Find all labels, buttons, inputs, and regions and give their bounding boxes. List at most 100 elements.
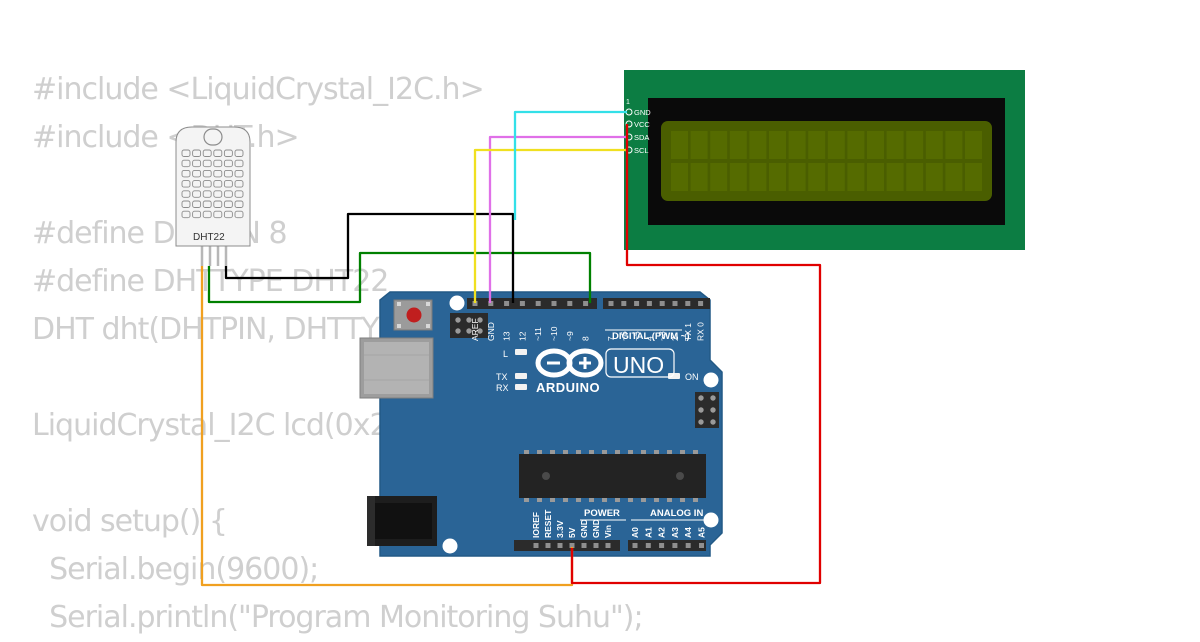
header-pin[interactable] (672, 301, 678, 306)
header-pin[interactable] (593, 543, 599, 548)
dht-vent-slot (192, 169, 202, 178)
header-pin[interactable] (472, 301, 478, 306)
wire-dht-gnd[interactable] (224, 212, 515, 303)
header-pin[interactable] (659, 543, 665, 548)
lcd-character-cell (808, 163, 826, 191)
lcd-character-cell (788, 163, 806, 191)
header-pin[interactable] (488, 301, 494, 306)
header-pin[interactable] (645, 543, 651, 548)
dht-vent-slot (202, 169, 212, 178)
dht-vent-slot (234, 200, 244, 208)
reset-button[interactable] (393, 299, 433, 331)
led-rx (515, 384, 527, 390)
code-editor-background: #include <LiquidCrystal_I2C.h>#include <… (32, 66, 644, 642)
lcd-character-cell (690, 163, 708, 191)
dht-vent-slot (234, 190, 244, 198)
chip-pin (680, 498, 685, 502)
header-pin[interactable] (567, 301, 573, 306)
dht22-sensor[interactable]: DHT22 (175, 126, 251, 266)
lcd-character-cell (925, 131, 943, 159)
chip-pin (693, 450, 698, 454)
pin-label: 7 (606, 336, 616, 341)
dht-vent-slot (202, 159, 212, 168)
chip-pin (667, 450, 672, 454)
lcd-pin-label: VCC (634, 120, 650, 129)
header-pin[interactable] (551, 301, 557, 306)
dht-vent-slot (202, 149, 212, 157)
lcd-character-cell (827, 131, 845, 159)
mounting-hole (703, 372, 719, 388)
dht-vent-slot (181, 210, 191, 219)
dht-vent-slot (223, 169, 233, 178)
power-header[interactable] (514, 540, 620, 551)
pin-label: GND (579, 519, 589, 538)
chip-pin (693, 498, 698, 502)
chip-pin (602, 450, 607, 454)
header-pin[interactable] (698, 301, 704, 306)
code-line: #include <LiquidCrystal_I2C.h> (32, 72, 485, 107)
chip-pin (550, 498, 555, 502)
chip-pin (524, 450, 529, 454)
chip-pin (615, 498, 620, 502)
lcd-pin-label: SDA (634, 133, 649, 142)
pin-label: A0 (630, 527, 640, 538)
digital-header-right[interactable] (603, 298, 710, 309)
icsp-header-right (695, 392, 719, 428)
header-pin[interactable] (685, 543, 691, 548)
lcd-character-cell (847, 131, 865, 159)
dht-vent-slot (213, 159, 223, 168)
header-pin[interactable] (504, 301, 510, 306)
pin-label: GND (591, 519, 601, 538)
wire-lcd-vcc-5v[interactable] (570, 124, 822, 585)
header-pin[interactable] (685, 301, 691, 306)
header-pin[interactable] (545, 543, 551, 548)
header-pin[interactable] (672, 543, 678, 548)
usb-connector (359, 337, 434, 399)
header-pin[interactable] (608, 301, 614, 306)
header-pin[interactable] (519, 301, 525, 306)
lcd-character-cell (886, 131, 904, 159)
wire-lcd-gnd[interactable] (513, 110, 627, 220)
dht-vent-slot (213, 200, 223, 208)
header-pin[interactable] (632, 543, 638, 548)
chip-pin (589, 450, 594, 454)
header-pin[interactable] (535, 301, 541, 306)
mounting-hole (442, 538, 458, 554)
header-pin[interactable] (533, 543, 539, 548)
pin-label: ~5 (632, 331, 642, 341)
dht-vent-grid (181, 149, 244, 219)
header-pin[interactable] (583, 301, 589, 306)
wire-lcd-sda[interactable] (488, 135, 627, 303)
led-rx-label: RX (496, 383, 509, 393)
header-pin[interactable] (699, 543, 704, 548)
lcd-character-cell (945, 131, 963, 159)
pin-label: RX 0 (696, 322, 706, 341)
dht-vent-slot (223, 190, 233, 198)
code-line: Serial.begin(9600); (32, 552, 319, 587)
pin-label: A2 (657, 527, 667, 538)
dht-vent-slot (213, 149, 223, 157)
dht-vent-slot (192, 180, 202, 188)
wire-dht-data-pin8[interactable] (207, 251, 592, 304)
header-pin[interactable] (569, 543, 575, 548)
header-pin[interactable] (621, 301, 627, 306)
code-line: #define DHTTYPE DHT22 (32, 264, 389, 299)
header-pin[interactable] (557, 543, 563, 548)
pin-label: ~10 (549, 326, 559, 341)
header-pin[interactable] (581, 543, 587, 548)
header-pin[interactable] (634, 301, 640, 306)
lcd-pin-label: GND (634, 108, 651, 117)
icsp-header (450, 313, 488, 338)
header-pin[interactable] (659, 301, 665, 306)
header-pin[interactable] (646, 301, 652, 306)
wire-lcd-scl[interactable] (473, 148, 627, 303)
pin-label: AREF (470, 318, 480, 341)
pin-label: A5 (697, 527, 707, 538)
dht-vent-slot (234, 210, 244, 219)
header-pin[interactable] (605, 543, 611, 548)
power-label: POWER (584, 508, 620, 519)
analog-header[interactable] (628, 540, 706, 551)
digital-header-left[interactable] (467, 298, 597, 309)
